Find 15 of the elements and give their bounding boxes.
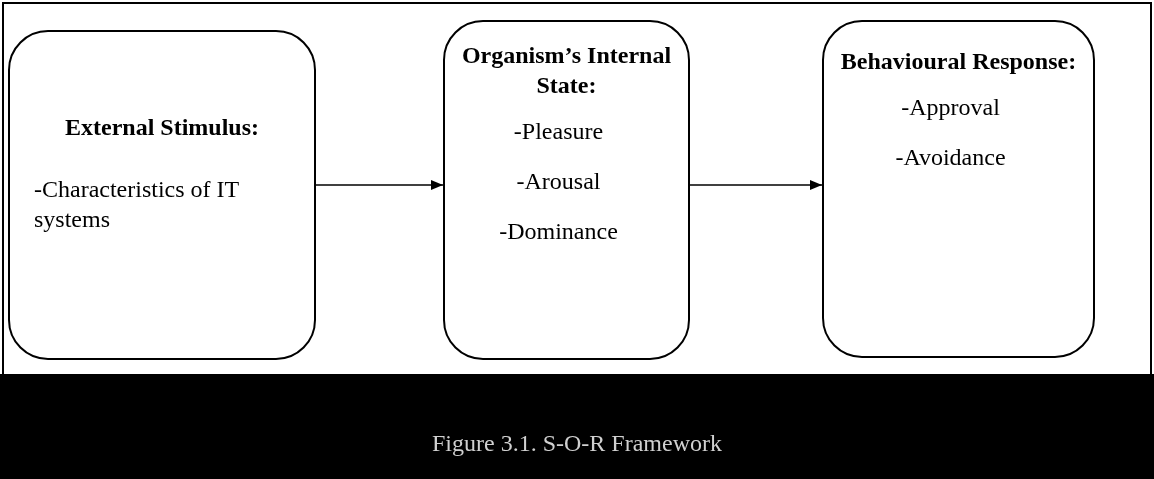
rounded-box — [822, 20, 1095, 358]
rounded-box — [443, 20, 690, 360]
box-text: -Pleasure — [513, 117, 605, 146]
rounded-box — [8, 30, 316, 360]
box-text: -Characteristics of IT systems — [34, 175, 240, 234]
box-text: -Arousal — [516, 167, 602, 196]
arrow — [689, 180, 823, 190]
box-heading: External Stimulus: — [64, 113, 260, 142]
box-text: -Approval — [901, 93, 1001, 122]
figure-caption: Figure 3.1. S-O-R Framework — [431, 429, 723, 458]
box-text: -Avoidance — [895, 143, 1007, 172]
arrow — [315, 180, 444, 190]
box-text: -Dominance — [499, 217, 619, 246]
box-heading: Organism’s Internal State: — [460, 41, 673, 100]
box-heading: Behavioural Response: — [839, 47, 1078, 76]
